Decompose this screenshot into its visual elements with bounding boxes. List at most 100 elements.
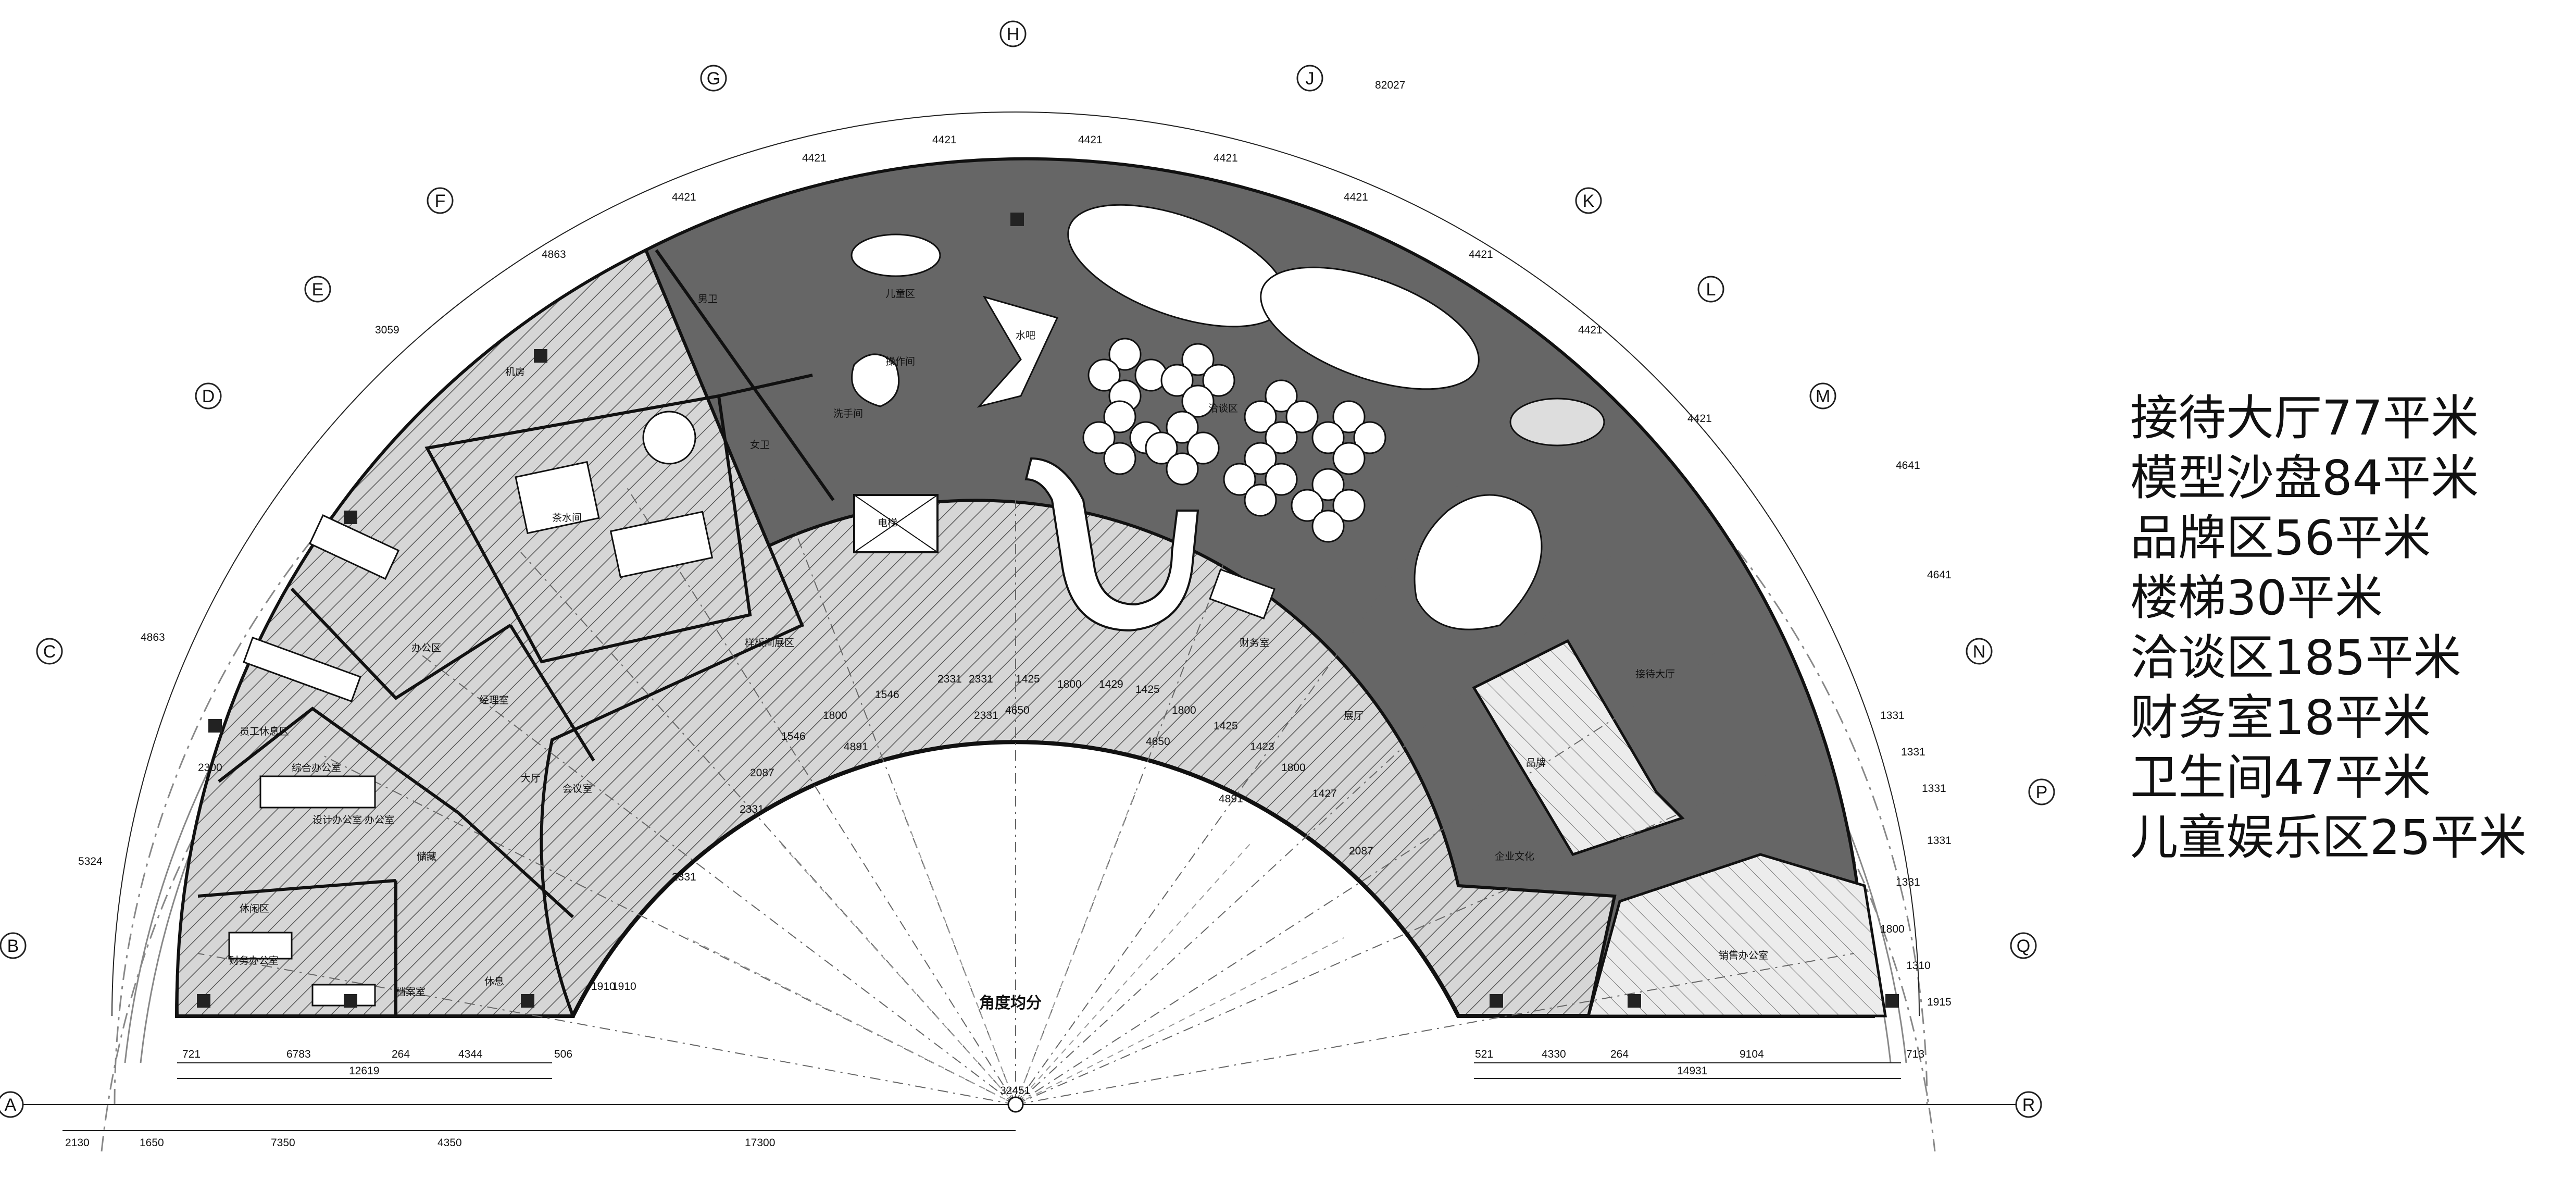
dim-inner-18: 4650 (1005, 704, 1030, 716)
dim-inner-8: 1429 (1099, 678, 1123, 690)
dim-right-4: 1331 (1927, 835, 1952, 847)
grid-label-k: K (1583, 191, 1595, 211)
room-labels: 儿童区 操作间 水吧 洽谈区 洗手间 女卫 男卫 电梯 财务室 样板间展区 接待… (229, 288, 1768, 998)
dim-axis-3: 7350 (271, 1137, 295, 1149)
dim-bl-2: 6783 (286, 1048, 311, 1060)
label-corporate-culture: 企业文化 (1495, 851, 1534, 862)
legend-model-sandtable: 模型沙盘84平米 (2130, 450, 2479, 506)
label-meeting-room: 会议室 (562, 783, 592, 795)
dim-right-1: 1331 (1880, 710, 1905, 722)
dim-right-2: 1331 (1901, 746, 1925, 758)
center-label: 角度均分 (979, 994, 1042, 1012)
dim-bl-1: 721 (182, 1048, 201, 1060)
dim-outer-5: 4421 (1344, 191, 1368, 203)
grid-label-j: J (1306, 69, 1315, 89)
label-reception-hall: 接待大厅 (1635, 668, 1675, 680)
dim-inner-3: 2331 (974, 710, 998, 722)
dim-right-6: 1800 (1880, 923, 1905, 935)
legend-restrooms: 卫生间47平米 (2130, 750, 2431, 805)
dim-br-2: 4330 (1542, 1048, 1566, 1060)
dim-outer-7: 4421 (1578, 324, 1603, 336)
dim-inner-1: 2331 (937, 673, 962, 685)
dim-inner-7: 1800 (1057, 678, 1082, 690)
dim-right-5: 1331 (1896, 876, 1920, 888)
dim-left-1: 5324 (78, 855, 103, 867)
structural-columns (197, 213, 1899, 1008)
dim-inner-10: 1800 (1172, 704, 1196, 716)
dim-br-4: 9104 (1740, 1048, 1764, 1060)
dim-outer-11: 4863 (542, 249, 566, 261)
grid-bubbles (0, 20, 2055, 1118)
dim-inner-19: 4650 (1146, 736, 1170, 748)
dim-inner-9: 1425 (1135, 684, 1160, 696)
legend-finance-room: 财务室18平米 (2130, 690, 2431, 746)
dim-outer-14: 4641 (1927, 569, 1952, 581)
dimension-text: 82027 4421 4421 4421 4421 4421 4421 4421… (65, 79, 1952, 1149)
dim-inner-4: 2331 (740, 803, 764, 815)
label-men-wc: 男卫 (698, 293, 718, 305)
center-point-marker (1007, 1096, 1024, 1113)
dim-inner-13: 1800 (1281, 762, 1306, 774)
dim-outer-10: 3059 (375, 324, 399, 336)
dim-inner-22: 2087 (750, 767, 774, 779)
label-pantry: 茶水间 (552, 512, 582, 524)
dim-outer-8: 4421 (1687, 413, 1712, 425)
dim-outer-1: 4421 (802, 152, 827, 164)
label-general-office: 综合办公室 (292, 762, 341, 774)
label-women-wc: 女卫 (750, 439, 770, 451)
elevator-box (853, 494, 939, 553)
label-staff-lounge: 员工休息区 (240, 726, 289, 737)
dim-br-3: 264 (1610, 1048, 1629, 1060)
label-elevator: 电梯 (878, 517, 897, 529)
dim-bl-total: 12619 (349, 1065, 379, 1077)
label-storage: 储藏 (417, 851, 436, 862)
grid-label-m: M (1816, 387, 1830, 406)
dim-inner-17: 1800 (823, 710, 847, 722)
label-negotiation: 洽谈区 (1208, 403, 1238, 414)
label-finance-office: 财务办公室 (229, 955, 279, 966)
label-archive: 档案室 (396, 986, 426, 998)
dim-outer-13: 4641 (1896, 460, 1920, 472)
label-office-area: 办公区 (411, 642, 441, 654)
grid-label-a: A (5, 1095, 17, 1115)
dim-inner-16: 1546 (781, 730, 806, 742)
grid-label-f: F (435, 191, 446, 211)
dim-right-8: 1915 (1927, 996, 1952, 1008)
label-hall: 大厅 (521, 773, 541, 784)
dim-axis-2: 1650 (140, 1137, 164, 1149)
seating-clusters (1082, 338, 1386, 543)
area-legend: 接待大厅77平米 模型沙盘84平米 品牌区56平米 楼梯30平米 洽谈区185平… (2130, 388, 2557, 867)
grid-label-l: L (1706, 280, 1716, 300)
dim-inner-6: 1425 (1016, 673, 1040, 685)
label-partition-area: 样板间展区 (745, 637, 794, 649)
label-sales-office: 销售办公室 (1719, 950, 1768, 961)
dim-inner-12: 1423 (1250, 741, 1274, 753)
spiral-staircase (1024, 457, 1199, 632)
label-manager-office: 经理室 (479, 694, 509, 706)
dim-right-7: 1310 (1906, 960, 1931, 972)
legend-reception-hall: 接待大厅77平米 (2130, 390, 2479, 446)
dim-br-1: 521 (1475, 1048, 1493, 1060)
grid-label-d: D (202, 387, 215, 406)
lounge-furniture (851, 204, 1605, 630)
grid-label-g: G (707, 69, 720, 89)
dim-inner-20: 4891 (844, 741, 868, 753)
dim-br-total: 14931 (1677, 1065, 1707, 1077)
dim-bl-4: 4344 (458, 1048, 483, 1060)
dim-inner-2: 2331 (969, 673, 993, 685)
dim-radius-total: 32451 (1000, 1085, 1030, 1097)
dim-outer-2: 4421 (932, 134, 957, 146)
dim-left-3: 1910 (591, 981, 616, 993)
label-exhibition: 展厅 (1344, 710, 1364, 722)
dim-left-4: 1910 (612, 981, 636, 993)
dim-outer-3: 4421 (1078, 134, 1103, 146)
label-office: 办公室 (365, 814, 394, 826)
label-server: 机房 (505, 366, 525, 378)
office-walls (197, 249, 835, 1016)
dim-outer-6: 4421 (1469, 249, 1493, 261)
grid-label-r: R (2022, 1095, 2035, 1115)
grid-label-c: C (43, 642, 56, 662)
label-leisure: 休闲区 (240, 903, 269, 914)
label-hand-wash: 洗手间 (833, 408, 863, 419)
dim-outer-12: 4863 (141, 631, 165, 643)
